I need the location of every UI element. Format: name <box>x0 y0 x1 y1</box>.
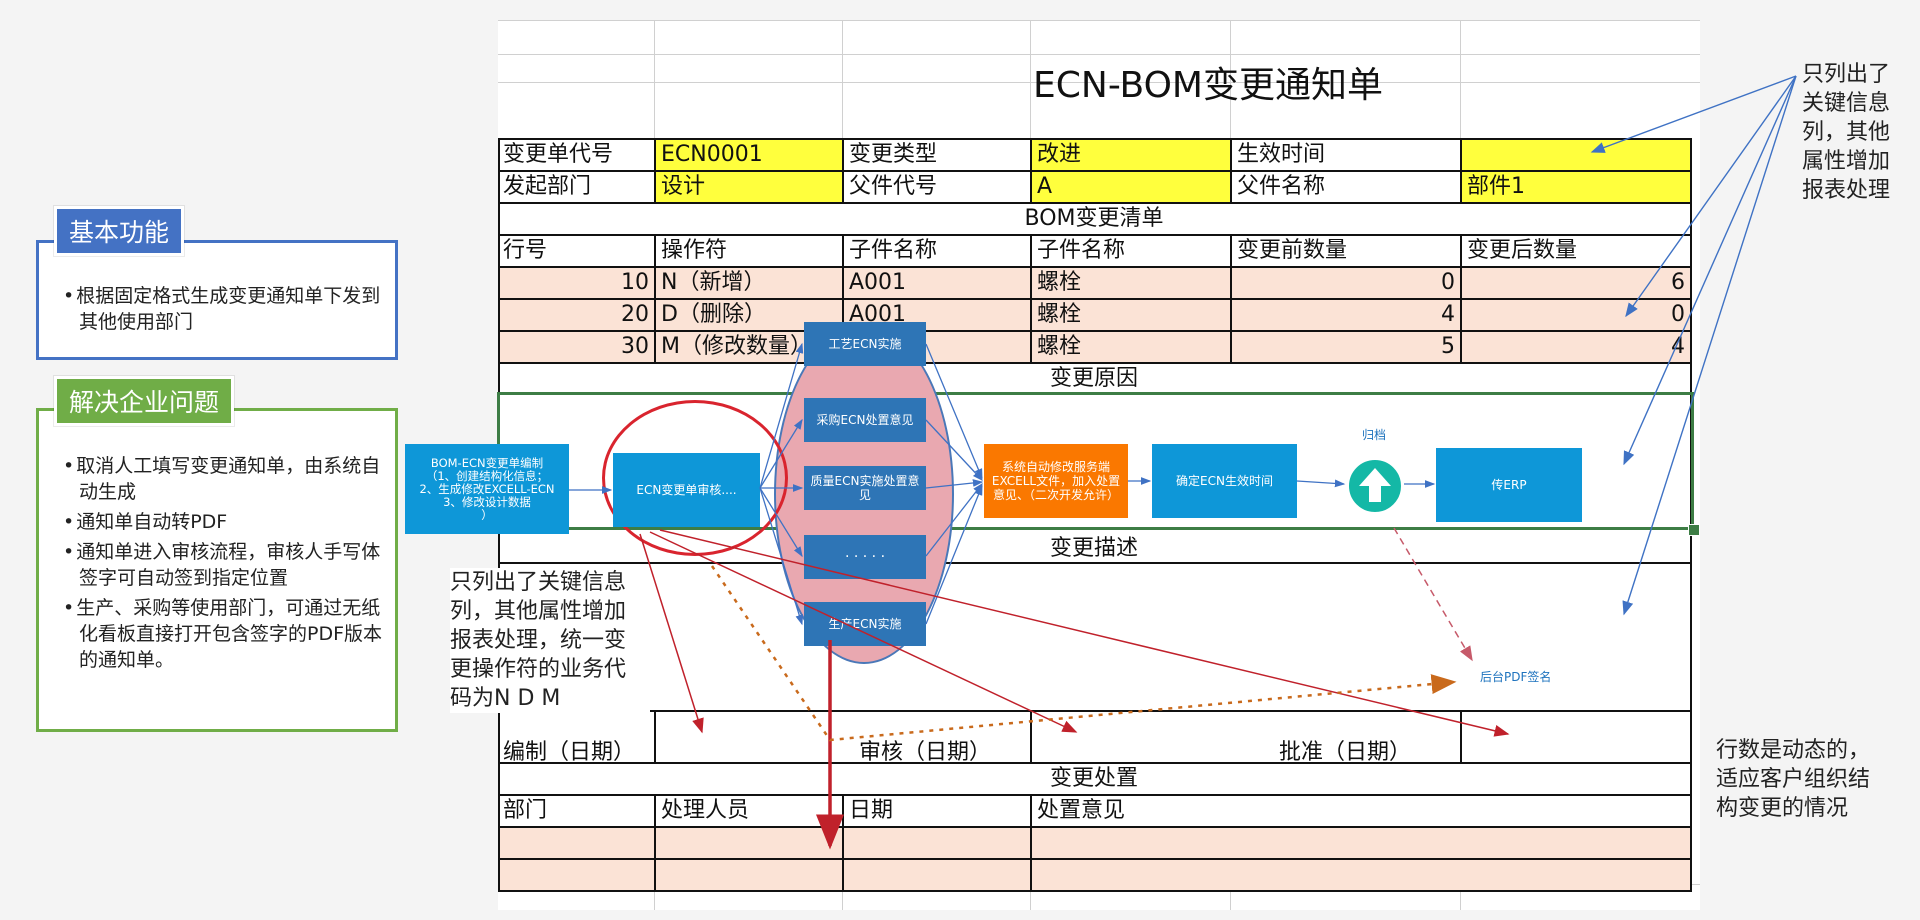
bom-cell: 0 <box>1232 268 1460 298</box>
solve-problems-title: 解决企业问题 <box>54 376 235 426</box>
flow-purchase-box: 采购ECN处置意见 <box>804 398 926 442</box>
bom-col-child-name-2: 子件名称 <box>1037 238 1126 263</box>
change-type-label: 变更类型 <box>849 142 938 167</box>
pdf-sign-label: 后台PDF签名 <box>1480 670 1552 684</box>
effective-time-label: 生效时间 <box>1237 142 1326 167</box>
bom-cell: A001 <box>844 268 1030 298</box>
basic-function-item: 根据固定格式生成变更通知单下发到其他使用部门 <box>63 283 385 335</box>
solve-problems-panel: 取消人工填写变更通知单，由系统自动生成 通知单自动转PDF 通知单进入审核流程，… <box>36 408 398 732</box>
disposal-col-date: 日期 <box>849 798 894 823</box>
flow-dots-box: · · · · · <box>804 535 926 579</box>
solve-item-2: 通知单自动转PDF <box>63 509 389 535</box>
flow-start-box: BOM-ECN变更单编制 （1、创建结构化信息； 2、生成修改EXCELL-EC… <box>405 444 569 534</box>
bom-cell: 螺栓 <box>1032 332 1230 362</box>
flow-erp-box: 传ERP <box>1436 448 1582 522</box>
flow-process-box: 工艺ECN实施 <box>804 322 926 366</box>
bom-cell: 6 <box>1462 268 1690 298</box>
parent-name-value: 部件1 <box>1462 172 1690 202</box>
review-date-label: 审核（日期） <box>859 740 992 765</box>
bom-list-title: BOM变更清单 <box>1024 206 1164 231</box>
top-right-note: 只列出了 关键信息 列，其他 属性增加 报表处理 <box>1802 62 1891 203</box>
disposal-col-handler: 处理人员 <box>661 798 750 823</box>
change-no-value: ECN0001 <box>656 140 842 170</box>
bom-cell: 10 <box>498 268 654 298</box>
bom-cell: 4 <box>1462 332 1690 362</box>
solve-item-1: 取消人工填写变更通知单，由系统自动生成 <box>63 453 389 505</box>
solve-item-4: 生产、采购等使用部门，可通过无纸化看板直接打开包含签字的PDF版本的通知单。 <box>63 595 389 673</box>
bom-cell: 20 <box>498 300 654 330</box>
bom-col-qty-before: 变更前数量 <box>1237 238 1348 263</box>
disposal-col-opinion: 处置意见 <box>1037 798 1126 823</box>
bom-cell: 5 <box>1232 332 1460 362</box>
solve-item-3: 通知单进入审核流程，审核人手写体签字可自动签到指定位置 <box>63 539 389 591</box>
disposal-row <box>498 860 1690 890</box>
flow-quality-box: 质量ECN实施处置意见 <box>804 466 926 510</box>
archive-up-arrow-icon <box>1346 457 1404 515</box>
basic-function-panel: 根据固定格式生成变更通知单下发到其他使用部门 <box>36 240 398 360</box>
parent-name-label: 父件名称 <box>1237 174 1326 199</box>
middle-note: 只列出了关键信息 列，其他属性增加 报表处理，统一变 更操作符的业务代 码为N … <box>450 568 650 713</box>
form-title: ECN-BOM变更通知单 <box>1033 65 1383 106</box>
selection-handle[interactable] <box>1688 524 1700 536</box>
effective-time-value <box>1462 140 1690 170</box>
bom-cell: 30 <box>498 332 654 362</box>
disposal-col-dept: 部门 <box>503 798 548 823</box>
parent-code-label: 父件代号 <box>849 174 938 199</box>
bom-col-op: 操作符 <box>661 238 728 263</box>
bom-cell: 螺栓 <box>1032 300 1230 330</box>
flow-review-box: ECN变更单审核.... <box>613 453 760 527</box>
bom-col-line: 行号 <box>503 238 548 263</box>
dept-label: 发起部门 <box>503 174 592 199</box>
bom-col-child-name-1: 子件名称 <box>849 238 938 263</box>
bom-col-qty-after: 变更后数量 <box>1467 238 1578 263</box>
bom-cell: 4 <box>1232 300 1460 330</box>
bom-cell: 0 <box>1462 300 1690 330</box>
parent-code-value: A <box>1032 172 1230 202</box>
flow-confirm-box: 确定ECN生效时间 <box>1152 444 1297 518</box>
bom-cell: N（新增） <box>656 268 842 298</box>
flow-production-box: 生产ECN实施 <box>804 602 926 646</box>
disposal-title: 变更处置 <box>1049 766 1138 791</box>
bom-cell: 螺栓 <box>1032 268 1230 298</box>
flow-auto-box: 系统自动修改服务端EXCELL文件，加入处置意见、（二次开发允许） <box>984 444 1128 518</box>
basic-function-title: 基本功能 <box>54 206 185 256</box>
draft-date-label: 编制（日期） <box>503 740 636 765</box>
change-type-value: 改进 <box>1032 140 1230 170</box>
archive-label: 归档 <box>1362 428 1387 442</box>
disposal-row <box>498 828 1690 858</box>
approve-date-label: 批准（日期） <box>1279 740 1412 765</box>
change-no-label: 变更单代号 <box>503 142 614 167</box>
reason-title: 变更原因 <box>1049 366 1138 391</box>
bottom-right-note: 行数是动态的， 适应客户组织结 构变更的情况 <box>1716 738 1871 821</box>
dept-value: 设计 <box>656 172 842 202</box>
